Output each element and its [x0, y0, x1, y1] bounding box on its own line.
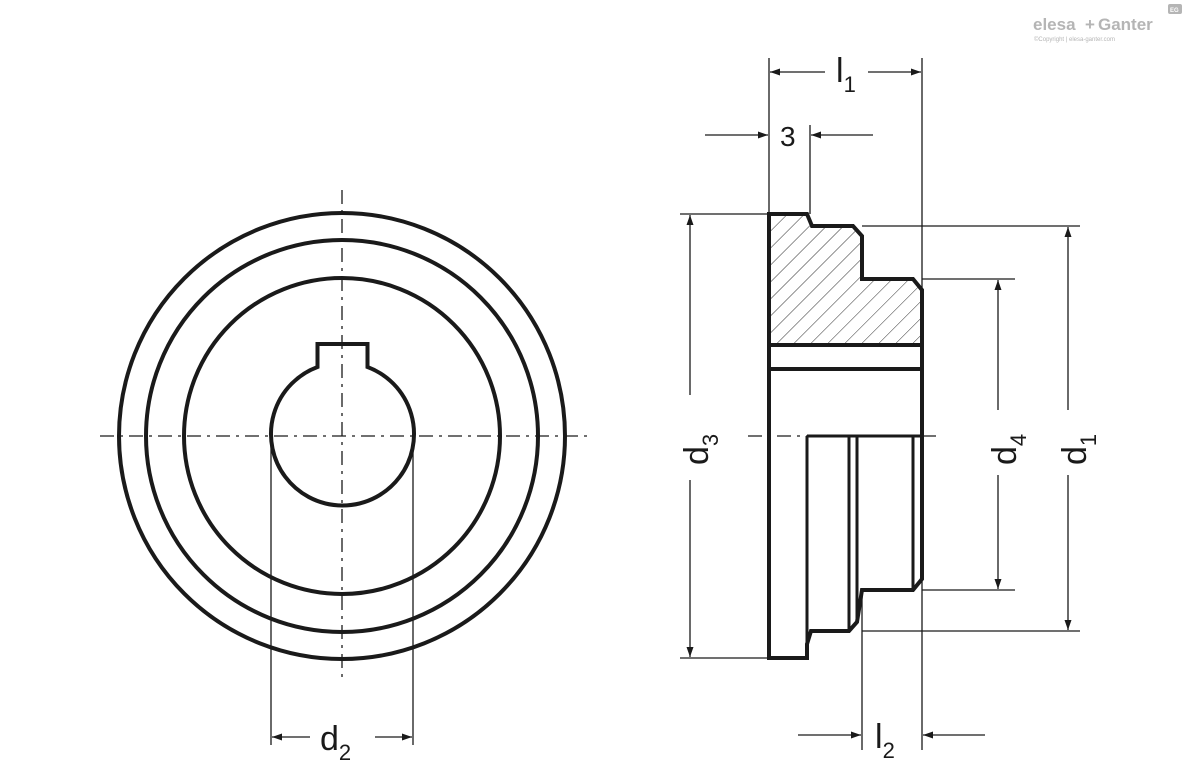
brand-name-elesa: elesa	[1033, 15, 1076, 34]
l1-label: l1	[836, 52, 856, 97]
d4-dimension: d4	[922, 278, 1031, 591]
brand-logo: elesa + Ganter EG ©Copyright | elesa-gan…	[1033, 4, 1182, 43]
d1-dimension: d1	[862, 225, 1101, 632]
d3-label: d3	[678, 434, 723, 465]
d1-label: d1	[1056, 434, 1101, 465]
d4-label: d4	[986, 434, 1031, 465]
d2-dimension: d2	[270, 436, 414, 765]
brand-badge: EG	[1170, 8, 1179, 14]
lower-outline	[767, 369, 924, 660]
brand-badge-box	[1168, 4, 1182, 14]
l1-dimension: l1	[768, 52, 923, 290]
brand-copyright: ©Copyright | elesa-ganter.com	[1034, 36, 1115, 43]
side-view	[748, 212, 940, 660]
l2-label: l2	[875, 718, 895, 763]
section-hatched	[767, 212, 924, 347]
brand-plus: +	[1085, 15, 1095, 34]
bore-band	[767, 343, 924, 371]
flange-thickness-dimension: 3	[705, 121, 873, 214]
d2-label: d2	[320, 720, 351, 765]
front-view	[100, 190, 590, 680]
keyed-bore	[269, 342, 416, 508]
l2-dimension: l2	[798, 579, 985, 763]
brand-name-ganter: Ganter	[1098, 15, 1153, 34]
d3-dimension: d3	[678, 213, 769, 659]
flange-thickness-label: 3	[780, 121, 796, 152]
